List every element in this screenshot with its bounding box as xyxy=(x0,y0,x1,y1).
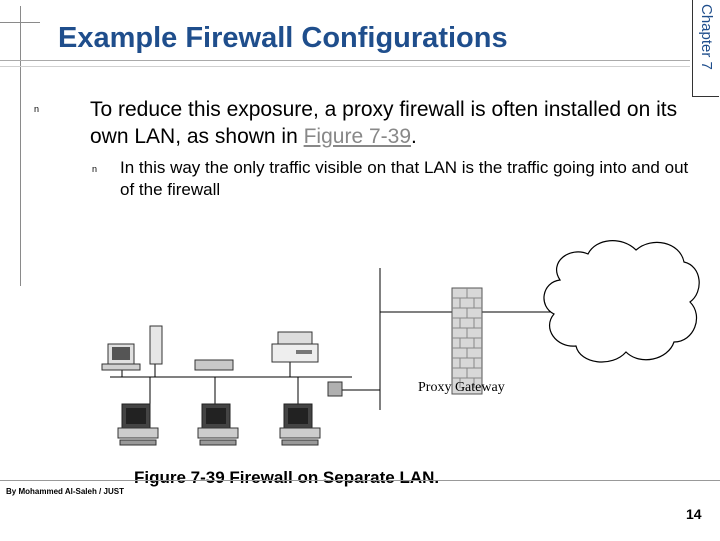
decor-vertical-line xyxy=(20,6,21,286)
chapter-label: Chapter 7 xyxy=(698,4,715,70)
decor-top-line xyxy=(0,22,40,23)
figure-caption: Figure 7-39 Firewall on Separate LAN. xyxy=(134,468,440,487)
workstation-icon xyxy=(117,403,159,446)
page-number: 14 xyxy=(686,506,702,522)
proxy-gateway-label: Proxy Gateway xyxy=(418,380,505,395)
hub-icon xyxy=(194,359,234,371)
footer-bar xyxy=(0,480,720,541)
bullet-2-text: In this way the only traffic visible on … xyxy=(120,158,689,199)
page-title: Example Firewall Configurations xyxy=(58,22,508,54)
proxy-gateway-icon xyxy=(327,381,343,397)
sub-bullet-marker: n xyxy=(92,164,98,174)
bullet-marker: n xyxy=(34,104,40,114)
internet-cloud-icon xyxy=(543,240,700,363)
workstation-icon xyxy=(279,403,321,446)
workstation-icon xyxy=(101,325,163,371)
figure-link[interactable]: Figure 7-39 xyxy=(303,125,411,148)
bullet-1-text-end: . xyxy=(411,125,417,148)
chapter-tab xyxy=(692,0,719,97)
firewall-icon xyxy=(451,287,483,395)
workstation-icon xyxy=(197,403,239,446)
decor-title-underline xyxy=(0,60,690,61)
decor-title-underline-2 xyxy=(0,66,690,67)
bullet-1-text: To reduce this exposure, a proxy firewal… xyxy=(90,96,710,150)
bullet-1-text-start: To reduce this exposure, a proxy firewal… xyxy=(90,98,678,148)
printer-icon xyxy=(271,331,319,363)
footer-author: By Mohammed Al-Saleh / JUST xyxy=(6,487,124,496)
